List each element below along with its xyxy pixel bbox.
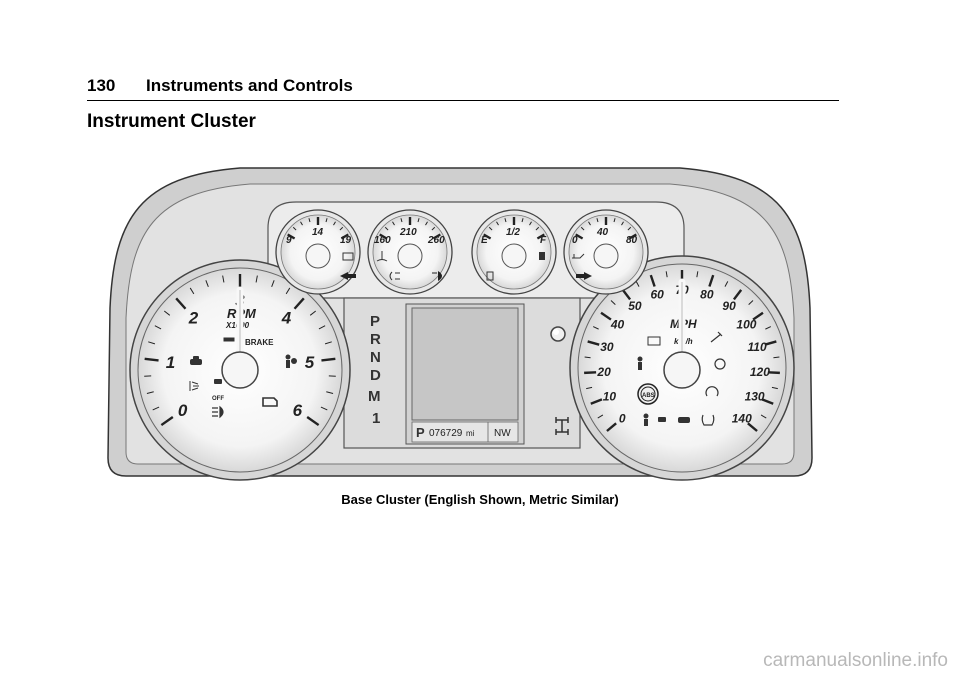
speed-num-120: 120: [750, 365, 770, 379]
brake-label: BRAKE: [245, 338, 274, 347]
odometer-reading: 076729: [429, 428, 463, 439]
odometer-strip: [411, 421, 519, 443]
speed-ticks: [584, 270, 780, 432]
gear-p: P: [370, 313, 380, 330]
battery-gauge-icon: [342, 252, 354, 261]
speed-num-60: 60: [650, 287, 664, 301]
service-icon: [710, 331, 723, 343]
high-beam-icon: [432, 271, 442, 281]
speed-num-0: 0: [619, 411, 626, 425]
cluster-svg: P 076729 mi NW P R N D M 1 0123456 RPM X…: [107, 167, 813, 481]
oil-0: 0: [572, 235, 578, 246]
temperature-gauge: 160 210 260: [367, 209, 453, 295]
watermark: carmanualsonline.info: [763, 650, 948, 671]
tach-needle-hub: [221, 351, 259, 389]
fog-lamp-icon: [389, 271, 400, 281]
tach-num-5: 5: [305, 353, 315, 372]
abs-icon: ABS: [637, 383, 659, 405]
speed-num-100: 100: [736, 317, 756, 331]
speed-warning-icon: [705, 386, 719, 397]
temp-210: 210: [399, 227, 417, 238]
gear-1: 1: [372, 410, 380, 427]
gear-m: M: [368, 388, 381, 405]
figure-caption: Base Cluster (English Shown, Metric Simi…: [341, 492, 619, 507]
speed-num-80: 80: [700, 287, 714, 301]
trailer-icon: [658, 417, 666, 422]
tach-num-4: 4: [281, 309, 292, 328]
speed-num-90: 90: [722, 299, 736, 313]
tach-num-6: 6: [293, 401, 303, 420]
page-header: 130 Instruments and Controls: [87, 72, 839, 101]
lamp-icon: [189, 381, 199, 391]
instrument-cluster-illustration: P 076729 mi NW P R N D M 1 0123456 RPM X…: [100, 158, 820, 492]
gear-r: R: [370, 331, 381, 348]
low-fuel-icon: [486, 271, 494, 281]
fuel-pump-icon: [539, 252, 545, 260]
passenger-icon: [643, 413, 649, 426]
speed-num-110: 110: [748, 340, 767, 354]
traction-control-off-icon: [214, 379, 222, 384]
fuel-half: 1/2: [506, 227, 520, 238]
car-icon: [190, 356, 202, 365]
check-engine-icon: [262, 397, 278, 407]
tach-num-0: 0: [178, 401, 188, 420]
section-title: Instrument Cluster: [87, 111, 256, 132]
airbag-icon: [285, 354, 297, 368]
seatbelt-icon: [637, 356, 643, 370]
volt-19: 19: [340, 235, 352, 246]
gear-d: D: [370, 367, 381, 384]
right-turn-signal-icon: [576, 272, 592, 280]
tire-pressure-icon: [701, 414, 715, 426]
page-number: 130: [87, 76, 116, 95]
abs-label: ABS: [642, 393, 655, 399]
oil-can-icon: [572, 253, 585, 259]
fuel-empty: E: [481, 235, 488, 246]
fuel-gauge: E 1/2 F: [471, 209, 557, 295]
speed-needle-hub: [663, 351, 701, 389]
stability-icon: [714, 358, 726, 370]
temp-160: 160: [374, 235, 391, 246]
speedometer: 0102030405060708090100110120130140 MPH k…: [569, 255, 795, 481]
traction-off-label: OFF: [212, 396, 224, 402]
speed-num-130: 130: [745, 390, 765, 404]
volt-9: 9: [286, 235, 292, 246]
tach-num-2: 2: [188, 309, 199, 328]
oil-pressure-gauge: 0 40 80: [563, 209, 649, 295]
cruise-control-icon: [223, 337, 235, 342]
speed-num-40: 40: [610, 317, 625, 331]
chapter-title: Instruments and Controls: [146, 76, 353, 95]
coolant-icon: [376, 251, 388, 262]
fuel-full: F: [540, 235, 547, 246]
tach-ticks: [144, 274, 336, 427]
temp-260: 260: [427, 235, 445, 246]
tach-num-1: 1: [166, 353, 175, 372]
speed-num-20: 20: [596, 365, 611, 379]
oil-40: 40: [596, 227, 609, 238]
driver-info-display: [411, 307, 519, 421]
speed-num-50: 50: [628, 299, 642, 313]
speed-num-30: 30: [600, 340, 614, 354]
tachometer: 0123456 RPM X1000 BRAKE OFF: [129, 259, 351, 481]
compass-heading: NW: [494, 428, 511, 439]
headlight-icon: [212, 405, 224, 419]
volt-14: 14: [312, 227, 324, 238]
left-turn-signal-icon: [340, 272, 356, 280]
gear-n: N: [370, 349, 381, 366]
odometer-unit: mi: [466, 429, 475, 438]
odometer-gear: P: [416, 425, 425, 440]
oil-80: 80: [626, 235, 638, 246]
security-icon: [678, 417, 690, 423]
speed-numbers: 0102030405060708090100110120130140: [596, 283, 770, 425]
battery-icon: [647, 336, 661, 346]
speed-num-140: 140: [732, 411, 752, 425]
voltmeter-gauge: 9 14 19: [275, 209, 361, 295]
four-wheel-drive-icon: [555, 417, 569, 435]
speed-num-10: 10: [603, 390, 617, 404]
